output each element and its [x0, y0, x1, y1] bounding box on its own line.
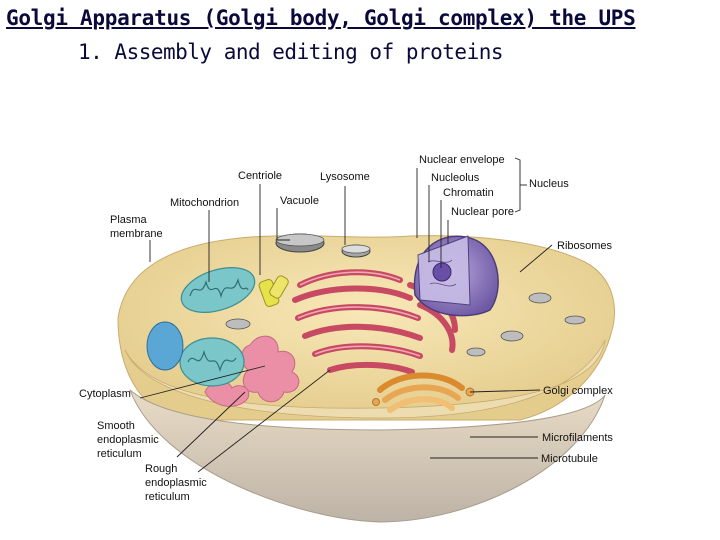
leader-golgi	[469, 389, 541, 393]
label-smooth-er-line1: Smooth	[97, 420, 135, 432]
golgi-complex	[372, 372, 475, 413]
smooth-endoplasmic-reticulum	[204, 335, 300, 407]
label-ribosomes: Ribosomes	[557, 240, 613, 252]
label-smooth-er-line3: reticulum	[97, 448, 142, 460]
label-golgi-complex: Golgi complex	[543, 385, 613, 397]
nucleolus	[432, 262, 452, 282]
vesicles	[225, 292, 586, 357]
label-smooth-er-line2: endoplasmic	[97, 434, 159, 446]
leader-vacuole	[276, 208, 290, 241]
lysosome	[341, 244, 371, 258]
mitochondrion-2	[179, 337, 245, 387]
label-microtubule: Microtubule	[541, 453, 598, 465]
leader-smooth-er	[176, 391, 246, 458]
label-lysosome: Lysosome	[320, 171, 370, 183]
leader-cytoplasm	[139, 365, 266, 399]
label-vacuole: Vacuole	[280, 195, 319, 207]
centriole	[258, 275, 289, 307]
cell-cut-face	[129, 389, 606, 523]
label-centriole: Centriole	[238, 170, 282, 182]
leader-ribosomes	[519, 244, 553, 273]
label-microfilaments: Microfilaments	[542, 432, 613, 444]
slide-subtitle: 1. Assembly and editing of proteins	[78, 40, 504, 64]
label-rough-er-line3: reticulum	[145, 491, 190, 503]
vesicle-blue	[146, 321, 184, 371]
label-mitochondrion: Mitochondrion	[170, 197, 239, 209]
diagram-labels: Centriole Lysosome Mitochondrion Vacuole…	[79, 154, 613, 503]
label-nucleus: Nucleus	[529, 178, 569, 190]
leader-rough-er	[197, 369, 331, 473]
vacuole	[275, 233, 325, 253]
label-nuclear-envelope: Nuclear envelope	[419, 154, 505, 166]
label-rough-er-line1: Rough	[145, 463, 177, 475]
nucleus-bracket	[514, 157, 521, 213]
mitochondrion	[180, 267, 256, 313]
label-plasma-membrane-line1: Plasma	[110, 214, 148, 226]
label-plasma-membrane-line2: membrane	[110, 228, 163, 240]
label-rough-er-line2: endoplasmic	[145, 477, 207, 489]
slide-title: Golgi Apparatus (Golgi body, Golgi compl…	[6, 6, 636, 30]
label-nucleolus: Nucleolus	[431, 172, 480, 184]
label-nuclear-pore: Nuclear pore	[451, 206, 514, 218]
nucleus	[413, 235, 499, 317]
leader-lines	[139, 157, 553, 473]
label-cytoplasm: Cytoplasm	[79, 388, 131, 400]
label-chromatin: Chromatin	[443, 187, 494, 199]
